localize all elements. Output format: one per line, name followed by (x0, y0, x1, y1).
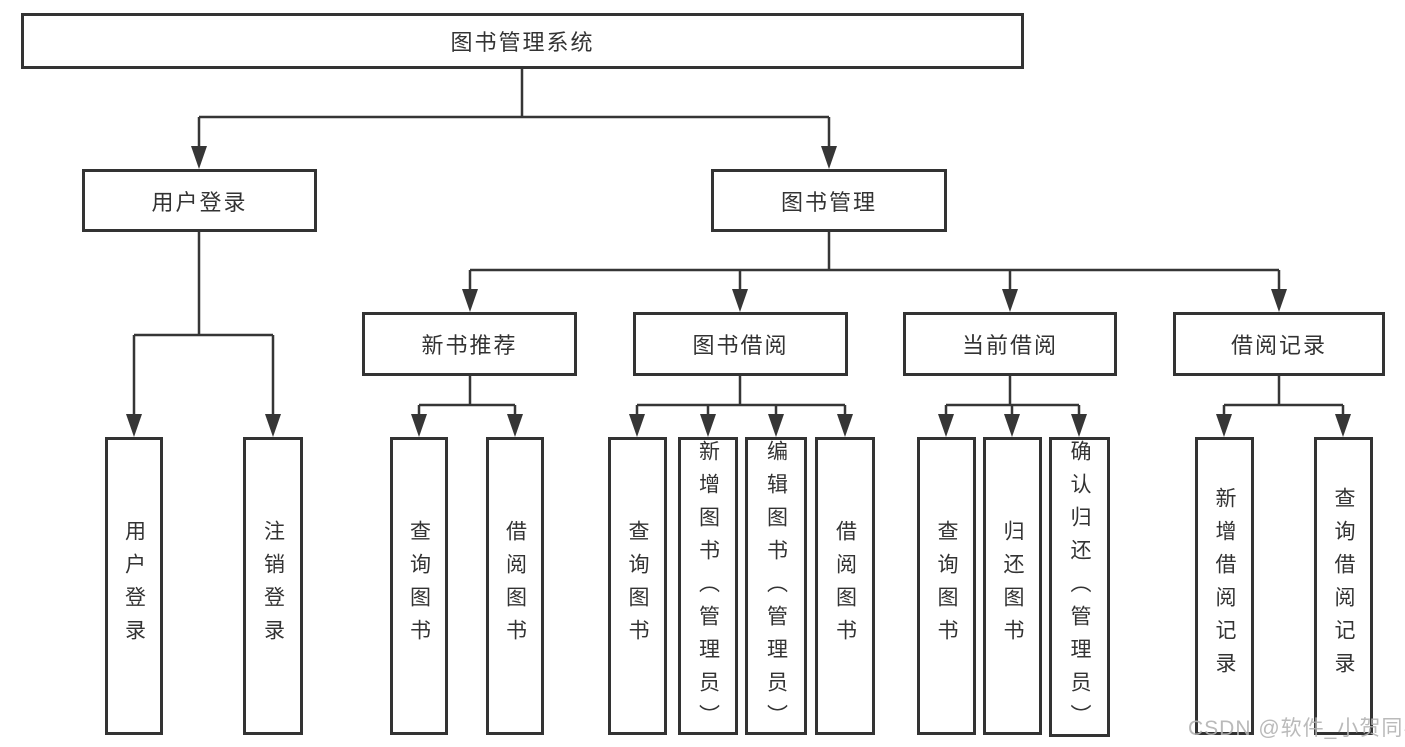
arrow-icon (1271, 289, 1287, 312)
leaf-label: 查询借阅记录 (1332, 487, 1355, 685)
arrow-icon (1004, 414, 1020, 437)
leaf-label: 新增图书（管理员） (696, 440, 720, 737)
connector-book-management-children (468, 232, 1281, 289)
leaf-query-books-current: 查询图书 (917, 437, 976, 735)
leaf-add-borrow-record: 新增借阅记录 (1195, 437, 1254, 735)
arrow-icon (126, 414, 142, 437)
leaf-query-books-borrowing: 查询图书 (608, 437, 667, 735)
leaf-add-books-admin: 新增图书（管理员） (678, 437, 738, 737)
leaf-edit-books-admin: 编辑图书（管理员） (745, 437, 807, 737)
leaf-label: 归还图书 (1001, 520, 1024, 652)
node-borrowing-records-label: 借阅记录 (1230, 333, 1327, 358)
node-new-book-recommend: 新书推荐 (362, 312, 577, 376)
leaf-return-books: 归还图书 (983, 437, 1042, 735)
leaf-label: 查询图书 (626, 520, 649, 652)
arrow-icon (1071, 414, 1087, 437)
node-user-login-label: 用户登录 (151, 189, 248, 215)
connector-new-book-children (417, 376, 517, 414)
leaf-borrow-books-recommend: 借阅图书 (486, 437, 544, 735)
leaf-query-borrow-record: 查询借阅记录 (1314, 437, 1373, 735)
csdn-watermark: CSDN @软件_小贺同学 (1188, 717, 1405, 740)
arrow-icon (507, 414, 523, 437)
leaf-label: 注销登录 (261, 520, 285, 652)
node-root: 图书管理系统 (21, 13, 1024, 69)
leaf-logout: 注销登录 (243, 437, 303, 735)
arrow-icon (191, 146, 207, 169)
arrow-icon (1002, 289, 1018, 312)
arrow-icon (265, 414, 281, 437)
leaf-label: 查询图书 (935, 520, 958, 652)
arrow-icon (821, 146, 837, 169)
connector-root-to-level2 (197, 69, 831, 146)
node-book-borrowing: 图书借阅 (633, 312, 848, 376)
leaf-query-books-recommend: 查询图书 (390, 437, 448, 735)
arrow-icon (768, 414, 784, 437)
node-book-management-label: 图书管理 (780, 189, 877, 215)
connector-book-borrowing-children (635, 376, 847, 414)
node-current-borrowing: 当前借阅 (903, 312, 1117, 376)
leaf-user-login: 用户登录 (105, 437, 163, 735)
connector-current-borrowing-children (944, 376, 1081, 414)
arrow-icon (837, 414, 853, 437)
leaf-label: 新增借阅记录 (1213, 487, 1236, 685)
leaf-label: 查询图书 (407, 520, 431, 652)
leaf-label: 确认归还（管理员） (1068, 440, 1091, 737)
leaf-label: 编辑图书（管理员） (764, 440, 788, 737)
arrow-icon (411, 414, 427, 437)
leaf-confirm-return-admin: 确认归还（管理员） (1049, 437, 1110, 737)
arrow-icon (1216, 414, 1232, 437)
node-borrowing-records: 借阅记录 (1173, 312, 1385, 376)
node-new-book-recommend-label: 新书推荐 (421, 333, 518, 358)
node-root-label: 图书管理系统 (450, 30, 595, 55)
leaf-label: 借阅图书 (833, 520, 857, 652)
arrow-icon (938, 414, 954, 437)
node-book-management: 图书管理 (711, 169, 947, 232)
leaf-borrow-books: 借阅图书 (815, 437, 875, 735)
leaf-label: 借阅图书 (503, 520, 527, 652)
connector-user-login-children (132, 232, 275, 414)
node-book-borrowing-label: 图书借阅 (692, 333, 789, 358)
node-current-borrowing-label: 当前借阅 (961, 333, 1058, 358)
connector-borrowing-records-children (1222, 376, 1345, 414)
arrow-icon (629, 414, 645, 437)
leaf-label: 用户登录 (122, 520, 146, 652)
arrow-icon (1335, 414, 1351, 437)
arrow-icon (462, 289, 478, 312)
arrow-icon (732, 289, 748, 312)
arrow-icon (700, 414, 716, 437)
node-user-login: 用户登录 (82, 169, 317, 232)
